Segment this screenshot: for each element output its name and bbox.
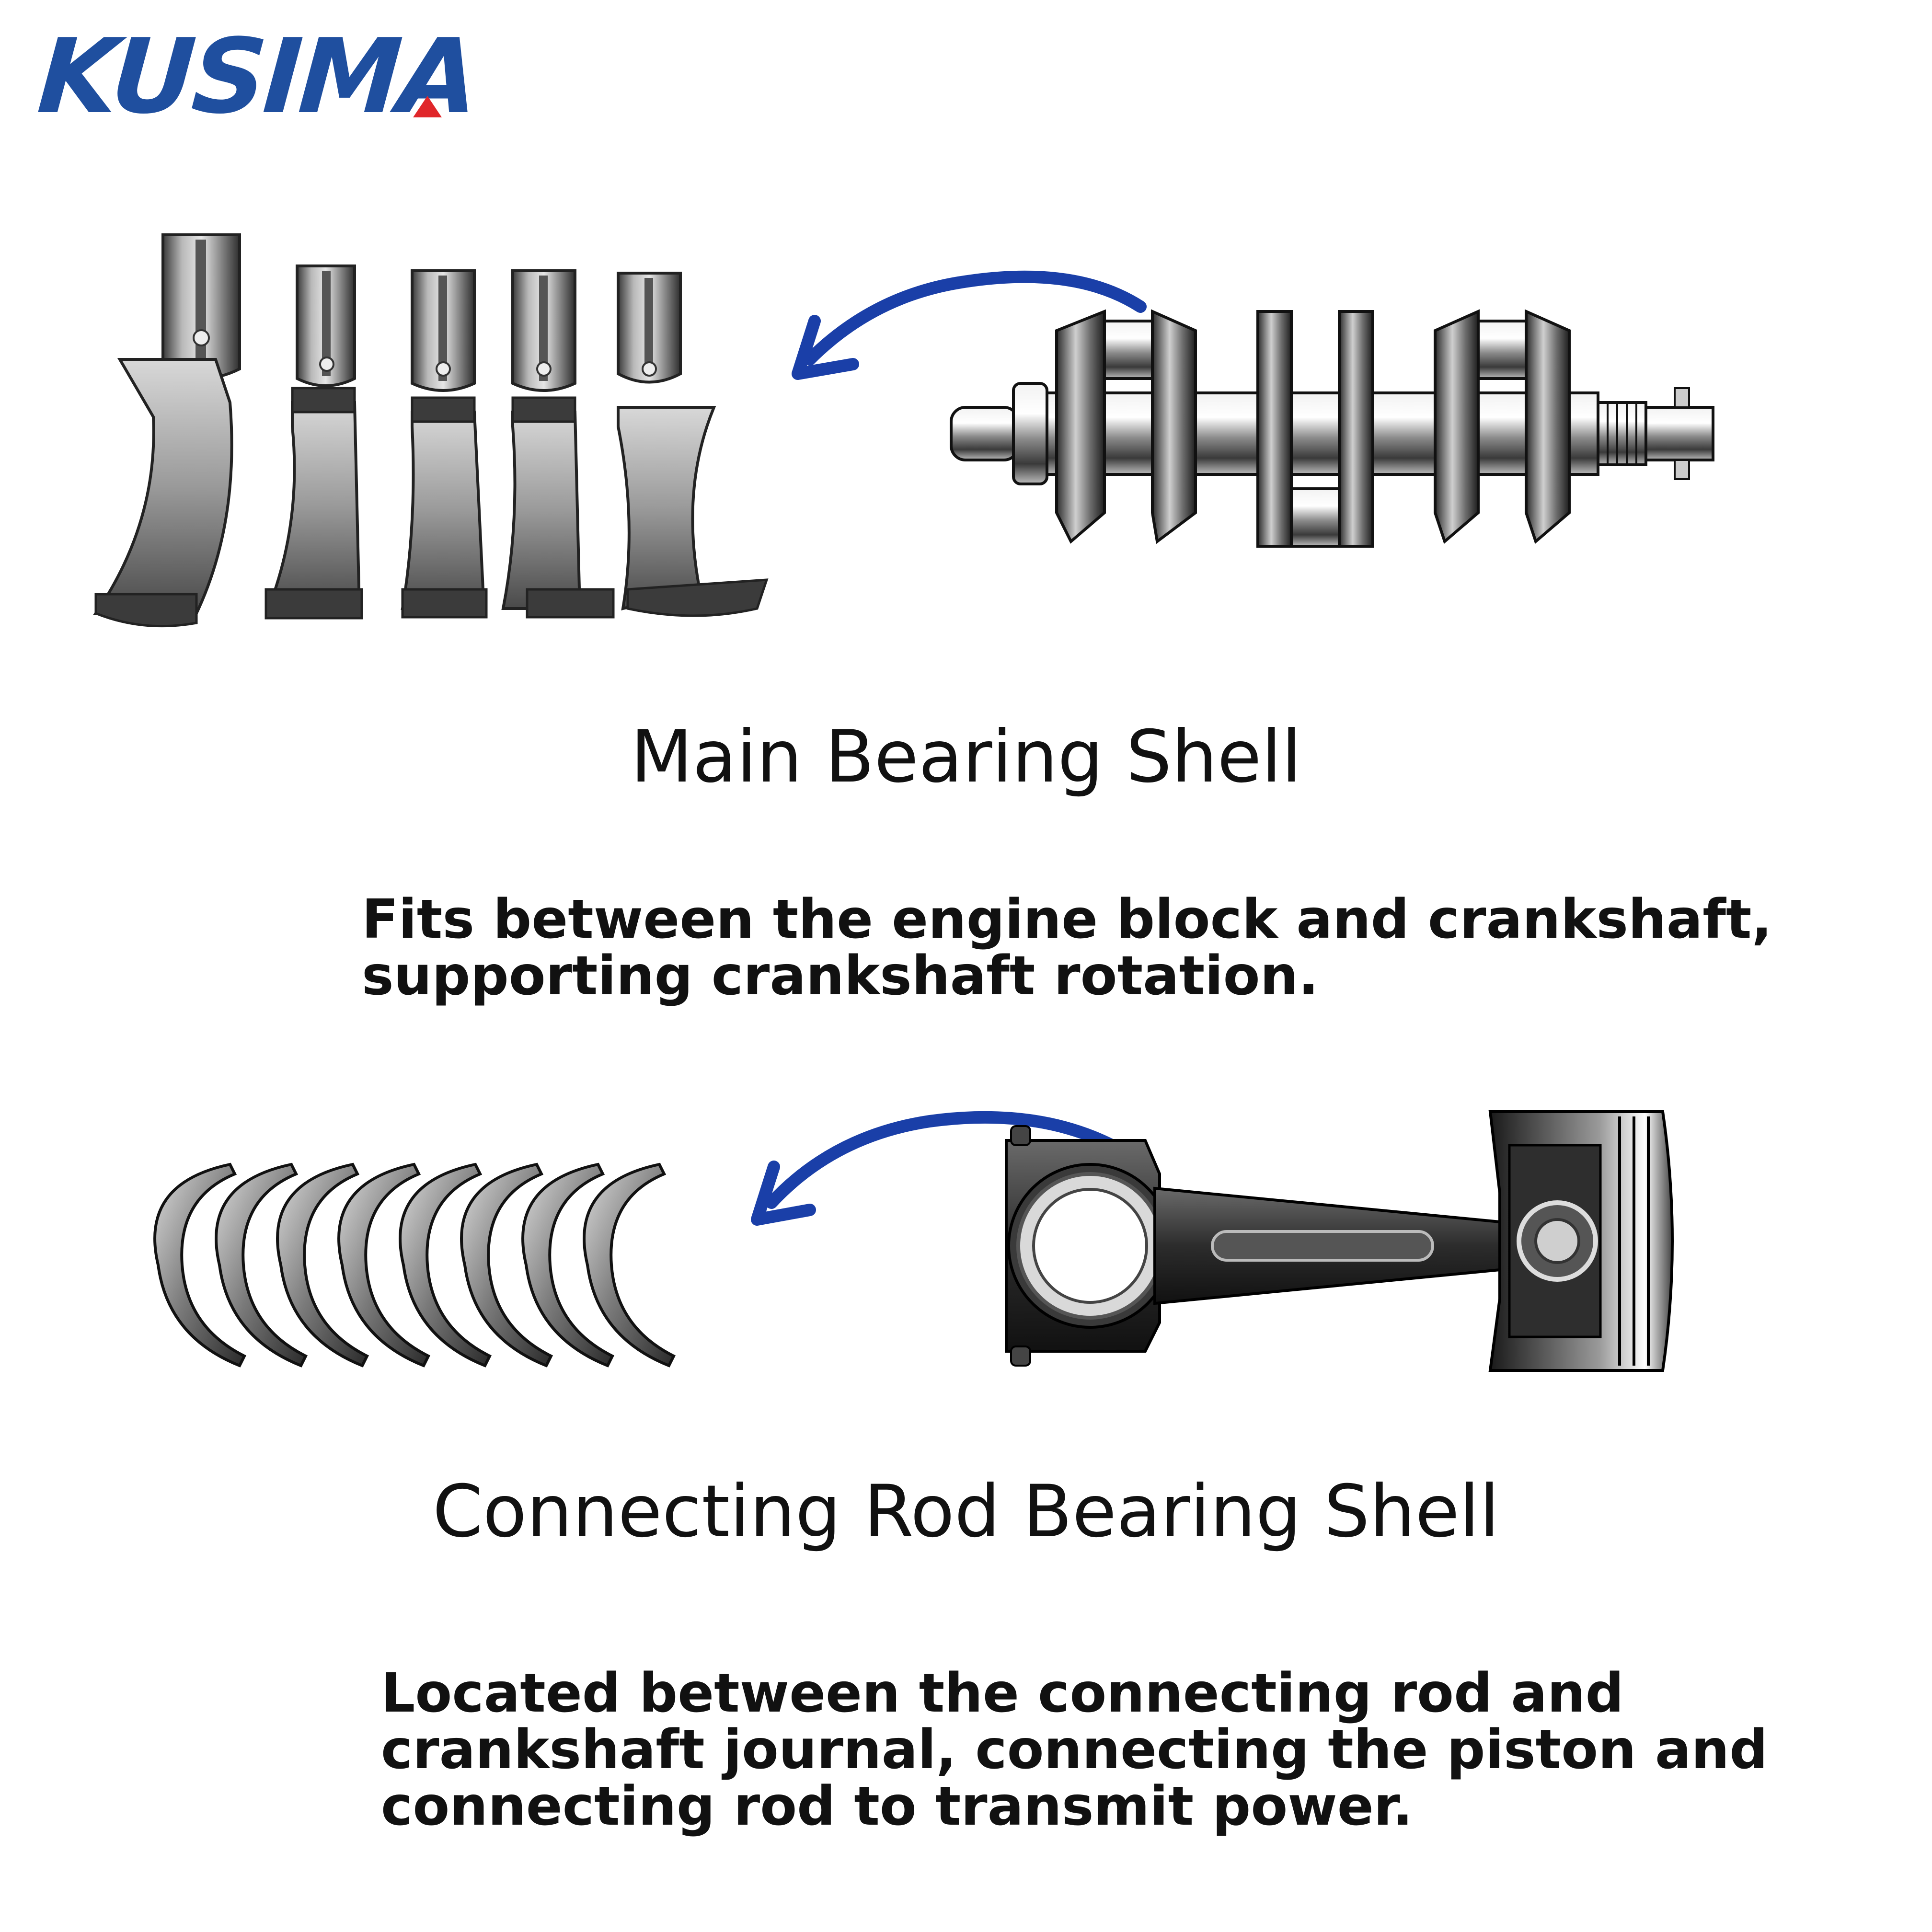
upper-shell-1 — [161, 233, 241, 380]
rod-bearing-shell — [153, 1162, 247, 1368]
rod-bearing-shell — [276, 1162, 369, 1368]
rod-bearing-description-line: Located between the connecting rod and — [381, 1662, 1624, 1725]
connecting-rod-and-piston-image — [1005, 1110, 1674, 1372]
upper-shell-4 — [511, 269, 576, 392]
main-bearing-description: Fits between the engine block and cranks… — [362, 891, 1772, 1004]
main-bearing-shells-image — [93, 233, 769, 628]
lower-shell-1 — [93, 358, 233, 628]
main-bearing-description-line: Fits between the engine block and cranks… — [362, 888, 1772, 951]
rod-bearing-shell — [521, 1162, 615, 1368]
rod-bearing-description: Located between the connecting rod and c… — [381, 1665, 1768, 1835]
rod-bearing-title: Connecting Rod Bearing Shell — [432, 1470, 1500, 1553]
connecting-rod-bearing-shells-image — [153, 1162, 676, 1368]
lower-shell-2 — [264, 387, 363, 620]
crankshaft-image — [950, 309, 1714, 548]
lower-shell-4 — [501, 396, 615, 619]
lower-shell-3 — [401, 396, 488, 619]
logo-accent-mark — [413, 96, 442, 117]
arrow-to-main-shells-icon — [792, 270, 1147, 380]
rod-bearing-shell — [215, 1162, 308, 1368]
upper-shell-5 — [617, 272, 682, 384]
rod-bearing-description-line: crankshaft journal, connecting the pisto… — [381, 1719, 1768, 1781]
main-bearing-title: Main Bearing Shell — [630, 715, 1302, 799]
arrow-to-rod-shells-icon — [751, 1111, 1118, 1226]
rod-bearing-shell — [460, 1162, 553, 1368]
upper-shell-2 — [296, 264, 356, 387]
rod-bearing-description-line: connecting rod to transmit power. — [381, 1775, 1413, 1838]
rod-bearing-shell — [337, 1162, 431, 1368]
main-bearing-description-line: supporting crankshaft rotation. — [362, 945, 1319, 1007]
lower-shell-5 — [617, 406, 769, 617]
rod-bearing-shell — [399, 1162, 492, 1368]
upper-shell-3 — [411, 269, 476, 392]
brand-logo: KUSIMA — [34, 16, 480, 137]
rod-bearing-shell — [583, 1162, 676, 1368]
